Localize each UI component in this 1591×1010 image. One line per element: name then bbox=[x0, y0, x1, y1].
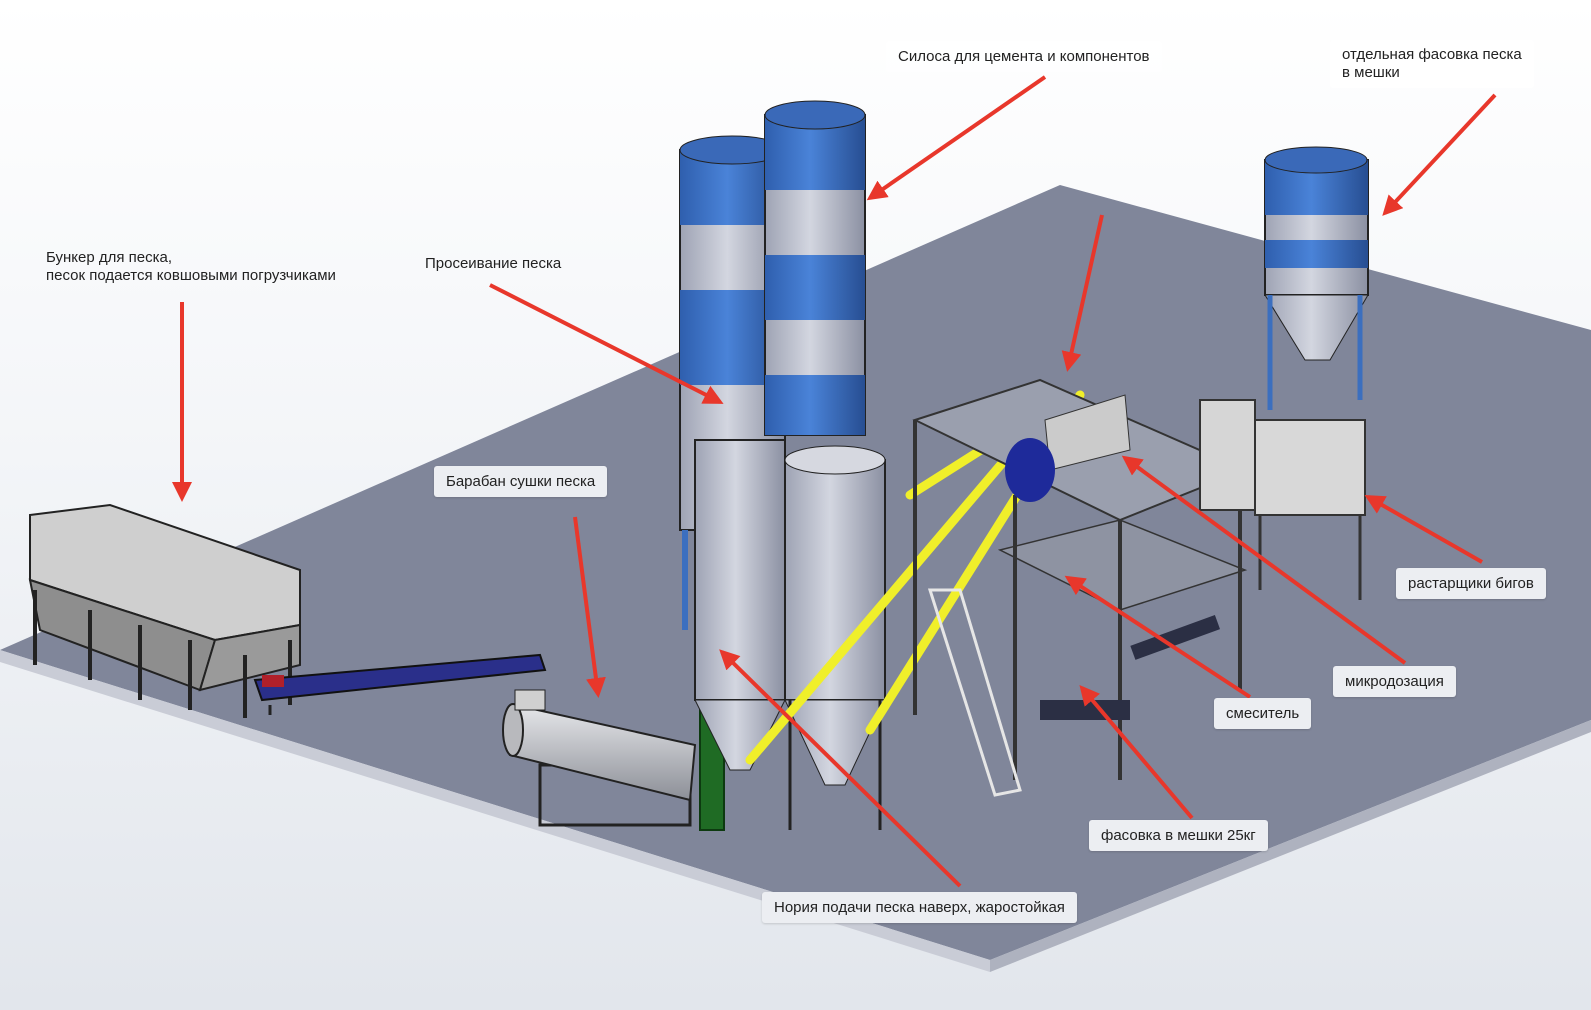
silo-sand-packing bbox=[1264, 146, 1369, 410]
drying-drum bbox=[502, 689, 697, 827]
silo-left-front bbox=[694, 439, 786, 771]
big-bag-unloaders bbox=[1199, 399, 1366, 600]
label-silos: Силоса для цемента и компонентов bbox=[886, 41, 1162, 72]
label-bag-packing: фасовка в мешки 25кг bbox=[1089, 820, 1268, 851]
callout-arrows bbox=[172, 75, 1497, 888]
label-sand-screening: Просеивание песка bbox=[425, 255, 562, 272]
label-micro-dosing: микродозация bbox=[1333, 666, 1456, 697]
silo-right-front bbox=[784, 445, 886, 830]
label-sand-bunker: Бункер для песка, песок подается ковшовы… bbox=[46, 249, 336, 284]
label-separate-packing: отдельная фасовка песка в мешки bbox=[1330, 40, 1534, 88]
floor-edge bbox=[0, 650, 990, 972]
belt-conveyor bbox=[253, 653, 547, 715]
label-drying-drum: Барабан сушки песка bbox=[434, 466, 608, 497]
sand-bunker bbox=[28, 503, 301, 718]
mixing-tower bbox=[912, 378, 1248, 797]
label-big-bag-unloaders: растарщики бигов bbox=[1396, 568, 1546, 599]
silo-right-back bbox=[764, 100, 866, 436]
label-bucket-elevator: Нория подачи песка наверх, жаростойкая bbox=[762, 892, 1077, 923]
label-mixer: смеситель bbox=[1214, 698, 1312, 729]
